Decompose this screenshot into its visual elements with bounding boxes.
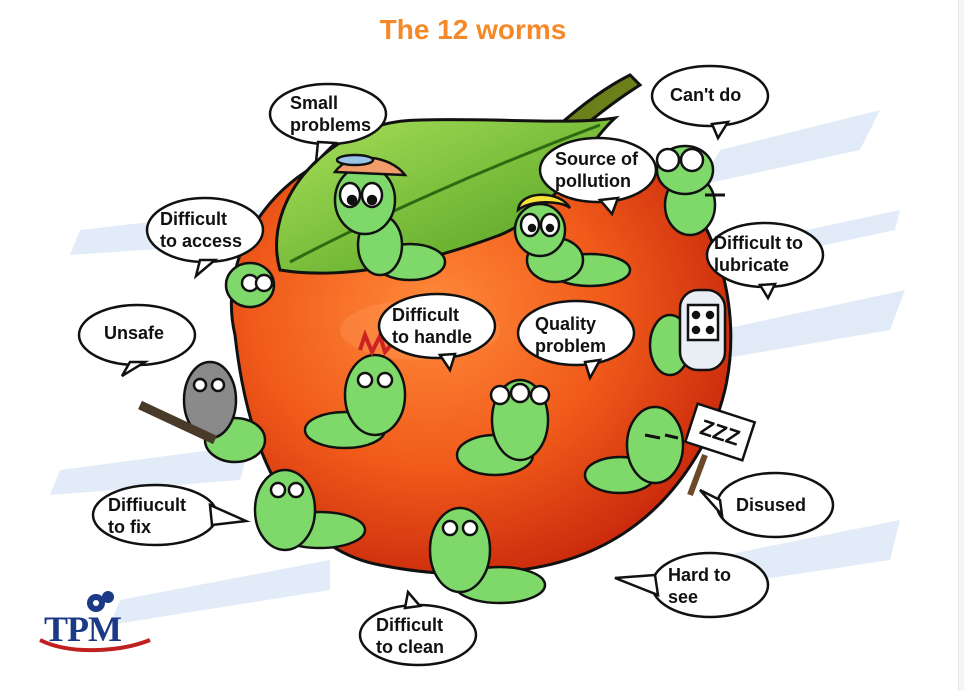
worm-difficult-to-lubricate [648, 288, 727, 377]
worm-cant-do [655, 144, 725, 237]
bubble-cant-do-shape [650, 64, 770, 141]
bubble-difficult-to-lubricate-shape [705, 221, 825, 301]
worm-difficult-to-clean [428, 506, 547, 605]
worm-small-problems [332, 153, 447, 282]
bubble-difficult-to-handle-shape [377, 292, 497, 373]
bubble-quality-problem-shape [516, 299, 636, 382]
zzz-sign: ZZZ [683, 402, 757, 497]
worm-disused [583, 405, 685, 495]
tpm-logo-gears [87, 591, 114, 612]
bubble-difficult-to-fix-shape [91, 483, 251, 547]
worm-difficult-to-access [224, 261, 276, 309]
bubble-disused-shape [699, 471, 835, 539]
page-right-edge [958, 0, 964, 691]
bubble-unsafe-shape [77, 303, 197, 378]
bubble-difficult-to-access-shape [145, 196, 265, 280]
bubble-unsafe: Unsafe [104, 323, 165, 343]
tpm-logo-swoosh [39, 638, 151, 653]
worm-source-of-pollution [513, 193, 632, 288]
bubble-disused: Disused [736, 495, 807, 515]
worm-difficult-to-handle [303, 329, 407, 450]
bubble-small-problems-shape [268, 82, 388, 166]
bubble-cant-do: Can't do [670, 85, 742, 105]
bubble-difficult-to-clean-shape [358, 589, 478, 667]
bubble-hard-to-see-shape [614, 551, 770, 619]
page-title: The 12 worms [379, 14, 567, 45]
worm-unsafe [138, 360, 267, 464]
worm-quality-problem [455, 378, 551, 477]
worm-difficult-to-fix [253, 468, 367, 552]
tpm-logo: TPM [44, 609, 122, 649]
bubble-source-of-pollution-shape [538, 136, 658, 217]
